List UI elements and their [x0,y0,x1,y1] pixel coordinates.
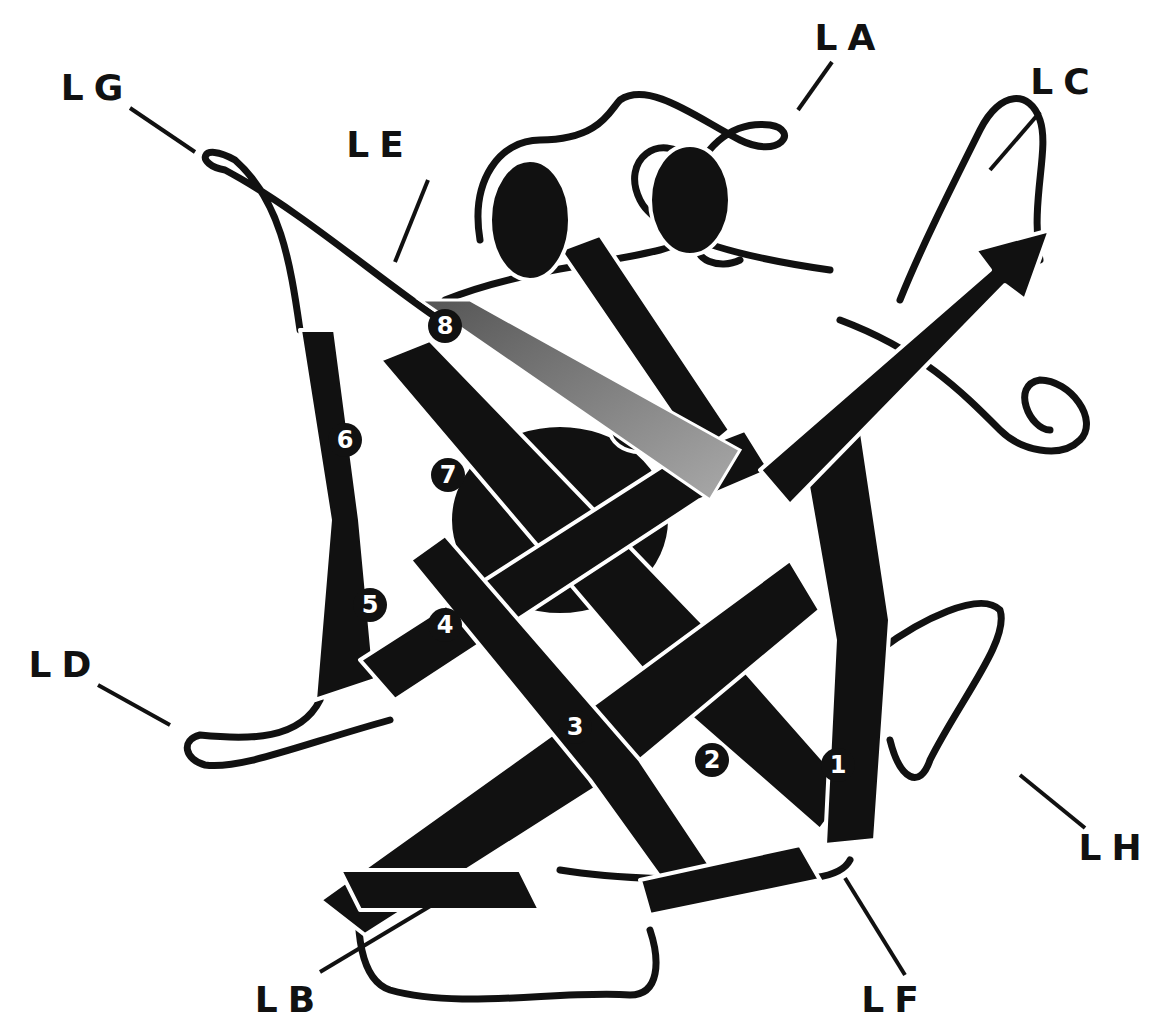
loop-label: LE [336,127,414,163]
number-grounds [328,309,855,782]
loop-label: LB [245,982,325,1018]
strand-number: 6 [337,428,354,452]
coil-loops [187,95,1086,1000]
strand-number: 5 [362,593,379,617]
strand-number: 2 [704,748,721,772]
strand-number: 3 [567,715,584,739]
loop-label: LG [51,70,134,106]
strand-number: 8 [437,314,454,338]
loop-label: LA [805,20,886,56]
loop-label: LD [19,647,102,683]
loop-label: LH [1068,830,1151,866]
leader-lines [98,62,1085,975]
strand-number: 4 [437,613,454,637]
shaded-strand [420,300,740,500]
beta-strands [300,145,1050,935]
strand-number: 7 [440,463,457,487]
loop-label: LC [1020,64,1099,100]
strand-number: 1 [830,753,847,777]
loop-label: LF [851,982,929,1018]
